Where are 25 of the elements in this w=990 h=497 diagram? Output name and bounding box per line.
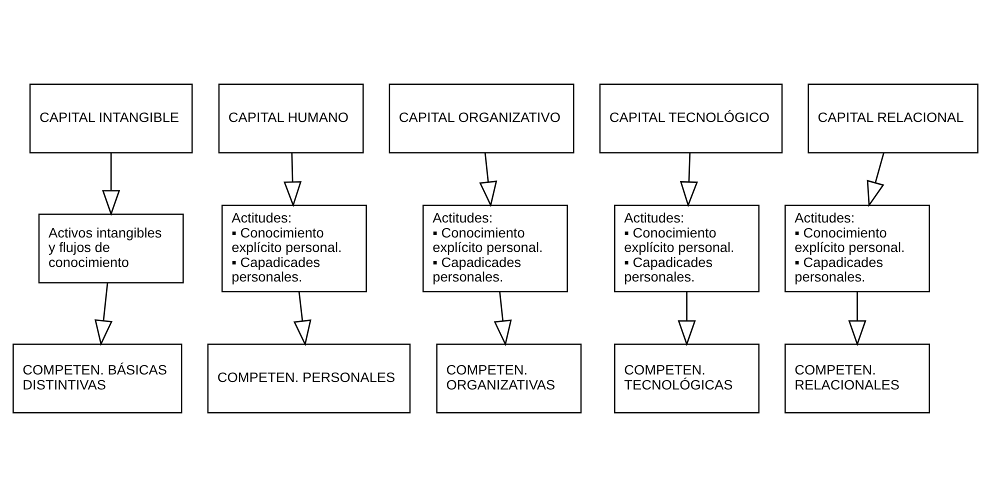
arrow bbox=[848, 292, 866, 346]
arrow bbox=[493, 292, 512, 346]
node-box: CAPITAL INTANGIBLE bbox=[28, 84, 192, 154]
arrow bbox=[102, 152, 120, 216]
arrow bbox=[679, 152, 698, 208]
node-box: CAPITAL RELACIONAL bbox=[807, 84, 978, 154]
arrow bbox=[94, 282, 112, 346]
node-box: COMPETEN. RELACIONALES bbox=[784, 344, 930, 414]
arrow bbox=[283, 152, 302, 208]
node-box: Actitudes: ▪ Conocimiento explícito personal. ▪ Capadicades personales. bbox=[614, 204, 760, 292]
node-box: CAPITAL ORGANIZATIVO bbox=[388, 84, 574, 154]
node-box: COMPETEN. ORGANIZATIVAS bbox=[436, 344, 582, 414]
node-box: COMPETEN. BÁSICAS DISTINTIVAS bbox=[12, 344, 182, 414]
arrow bbox=[677, 292, 696, 346]
node-box: CAPITAL HUMANO bbox=[218, 84, 364, 154]
node-box: Actitudes: ▪ Conocimiento explícito personal. ▪ Capadicades personales. bbox=[221, 204, 366, 292]
arrow bbox=[866, 152, 884, 208]
node-box: COMPETEN. PERSONALES bbox=[206, 344, 410, 414]
node-box: Actitudes: ▪ Conocimiento explícito personal. ▪ Capadicades personales. bbox=[784, 204, 930, 292]
node-box: CAPITAL TECNOLÓGICO bbox=[598, 84, 782, 154]
node-box: Actitudes: ▪ Conocimiento explícito personal. ▪ Capadicades personales. bbox=[422, 204, 568, 292]
node-box: Activos intangibles y flujos de conocimiento bbox=[38, 214, 184, 284]
arrow bbox=[478, 152, 497, 208]
node-box: COMPETEN. TECNOLÓGICAS bbox=[614, 344, 760, 414]
arrow bbox=[292, 292, 311, 346]
